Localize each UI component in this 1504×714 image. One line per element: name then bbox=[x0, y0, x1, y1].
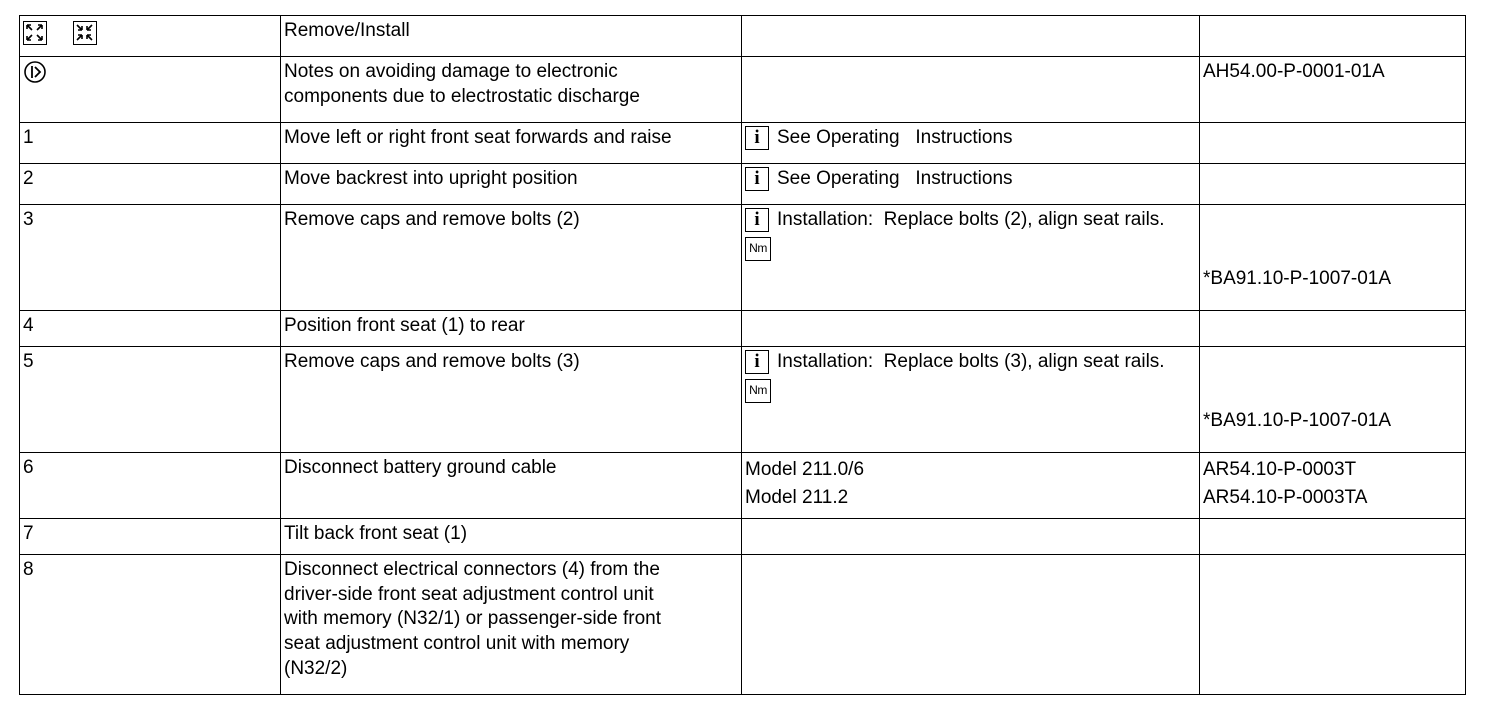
step-text: Disconnect battery ground cable bbox=[280, 452, 742, 519]
table-row: 7 Tilt back front seat (1) bbox=[19, 518, 1466, 555]
step-text: Tilt back front seat (1) bbox=[280, 518, 742, 555]
empty-cell bbox=[741, 554, 1200, 695]
model-label: Model 211.2 bbox=[745, 486, 849, 508]
step-text: Move left or right front seat forwards a… bbox=[280, 122, 742, 164]
esd-note-text: Notes on avoiding damage to electronic c… bbox=[280, 56, 742, 123]
model-list: Model 211.0/6 Model 211.2 bbox=[741, 452, 1200, 519]
table-row: 8 Disconnect electrical connectors (4) f… bbox=[19, 554, 1466, 695]
step-number: 5 bbox=[19, 346, 281, 453]
empty-cell bbox=[1199, 310, 1466, 347]
page-title: Remove/Install bbox=[280, 15, 742, 57]
ref-cell: *BA91.10-P-1007-01A bbox=[1199, 204, 1466, 311]
step-number: 8 bbox=[19, 554, 281, 695]
table-row: 1 Move left or right front seat forwards… bbox=[19, 122, 1466, 164]
info-icon: i bbox=[745, 167, 769, 191]
esd-warning-icon bbox=[23, 60, 47, 84]
torque-ref-link[interactable]: *BA91.10-P-1007-01A bbox=[1203, 268, 1392, 290]
empty-cell bbox=[741, 15, 1200, 57]
info-icon: i bbox=[745, 126, 769, 150]
ref-cell: AR54.10-P-0003T AR54.10-P-0003TA bbox=[1199, 452, 1466, 519]
model-label: Model 211.0/6 bbox=[745, 459, 865, 480]
step-number: 6 bbox=[19, 452, 281, 519]
table-row: Remove/Install bbox=[19, 15, 1466, 57]
ref-cell: *BA91.10-P-1007-01A bbox=[1199, 346, 1466, 453]
step-text: Position front seat (1) to rear bbox=[280, 310, 742, 347]
step-text: Move backrest into upright position bbox=[280, 163, 742, 205]
empty-cell bbox=[1199, 15, 1466, 57]
procedure-table: Remove/Install Notes on avoiding damage … bbox=[19, 15, 1466, 695]
torque-ref-link[interactable]: *BA91.10-P-1007-01A bbox=[1203, 410, 1392, 432]
remove-install-collapse-icon bbox=[73, 21, 97, 45]
table-row: 4 Position front seat (1) to rear bbox=[19, 310, 1466, 347]
step-number: 7 bbox=[19, 518, 281, 555]
step-text: Remove caps and remove bolts (2) bbox=[280, 204, 742, 311]
torque-icon[interactable]: Nm bbox=[745, 378, 771, 403]
empty-cell bbox=[1199, 122, 1466, 164]
empty-cell bbox=[741, 56, 1200, 123]
info-icon: i bbox=[745, 208, 769, 232]
remove-install-expand-icon bbox=[23, 21, 47, 45]
empty-cell bbox=[741, 310, 1200, 347]
icon-cell bbox=[19, 56, 281, 123]
step-number: 1 bbox=[19, 122, 281, 164]
battery-ref-link[interactable]: AR54.10-P-0003TA bbox=[1203, 486, 1368, 508]
step-number: 3 bbox=[19, 204, 281, 311]
info-icon: i bbox=[745, 350, 769, 374]
table-row: 6 Disconnect battery ground cable Model … bbox=[19, 452, 1466, 519]
torque-icon[interactable]: Nm bbox=[745, 236, 771, 261]
step-text: Remove caps and remove bolts (3) bbox=[280, 346, 742, 453]
empty-cell bbox=[741, 518, 1200, 555]
empty-cell bbox=[1199, 554, 1466, 695]
step-number: 4 bbox=[19, 310, 281, 347]
battery-ref-link[interactable]: AR54.10-P-0003T bbox=[1203, 459, 1357, 480]
icon-cell bbox=[19, 15, 281, 57]
esd-ref-link[interactable]: AH54.00-P-0001-01A bbox=[1199, 56, 1466, 123]
table-row: Notes on avoiding damage to electronic c… bbox=[19, 56, 1466, 123]
step-number: 2 bbox=[19, 163, 281, 205]
empty-cell bbox=[1199, 163, 1466, 205]
step-text: Disconnect electrical connectors (4) fro… bbox=[280, 554, 742, 695]
empty-cell bbox=[1199, 518, 1466, 555]
